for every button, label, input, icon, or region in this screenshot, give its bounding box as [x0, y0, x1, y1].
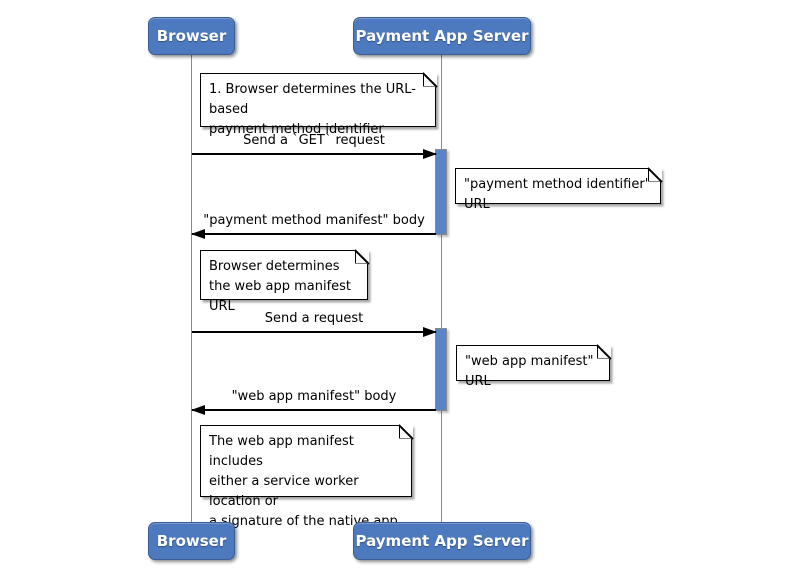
actor-browser-bottom: Browser	[148, 522, 235, 560]
note-payment-method-identifier-url: "payment method identifier" URL	[455, 167, 662, 212]
note-text: 1. Browser determines the URL-based paym…	[209, 82, 416, 137]
activation-bar-server-1	[435, 149, 447, 235]
actor-payment-app-server-bottom: Payment App Server	[353, 522, 531, 560]
note-web-app-manifest-url: "web app manifest" URL	[456, 344, 611, 389]
note-text: Browser determines the web app manifest …	[209, 259, 352, 314]
message-send-a-request: Send a request	[192, 309, 437, 337]
actor-browser-label: Browser	[156, 532, 227, 550]
note-fold-icon	[354, 249, 369, 264]
note-fold-icon	[647, 167, 662, 182]
message-line	[191, 405, 436, 415]
arrowhead-left-icon	[191, 405, 205, 415]
note-browser-determines-web-app-manifest-url: Browser determines the web app manifest …	[200, 249, 369, 314]
arrowhead-left-icon	[191, 229, 205, 239]
message-line	[191, 229, 436, 239]
note-text: "payment method identifier" URL	[464, 177, 651, 212]
message-web-app-manifest-body: "web app manifest" body	[191, 387, 436, 415]
message-label: "payment method manifest" body	[203, 213, 425, 228]
message-line	[192, 327, 437, 337]
note-web-app-manifest-contents: The web app manifest includes either a s…	[200, 424, 413, 529]
note-text: "web app manifest" URL	[465, 354, 594, 389]
arrowhead-right-icon	[423, 327, 437, 337]
lifeline-browser	[191, 55, 192, 522]
message-label: Send a `GET` request	[243, 133, 385, 148]
arrowhead-right-icon	[423, 149, 437, 159]
message-send-get-request: Send a `GET` request	[192, 131, 437, 159]
note-fold-icon	[422, 72, 437, 87]
note-text: The web app manifest includes either a s…	[209, 434, 402, 529]
actor-browser-label: Browser	[156, 27, 227, 45]
actor-payment-app-server-label: Payment App Server	[355, 27, 529, 45]
message-label: Send a request	[264, 311, 364, 326]
message-line	[192, 149, 437, 159]
note-fold-icon	[398, 424, 413, 439]
message-payment-method-manifest-body: "payment method manifest" body	[191, 211, 436, 239]
actor-payment-app-server-label: Payment App Server	[355, 532, 529, 550]
note-payment-method-identifier-step: 1. Browser determines the URL-based paym…	[200, 72, 437, 137]
actor-browser-top: Browser	[148, 17, 235, 55]
actor-payment-app-server-top: Payment App Server	[353, 17, 531, 55]
note-fold-icon	[596, 344, 611, 359]
message-label: "web app manifest" body	[231, 389, 397, 404]
activation-bar-server-2	[435, 328, 447, 411]
lifeline-payment-app-server	[441, 55, 442, 522]
